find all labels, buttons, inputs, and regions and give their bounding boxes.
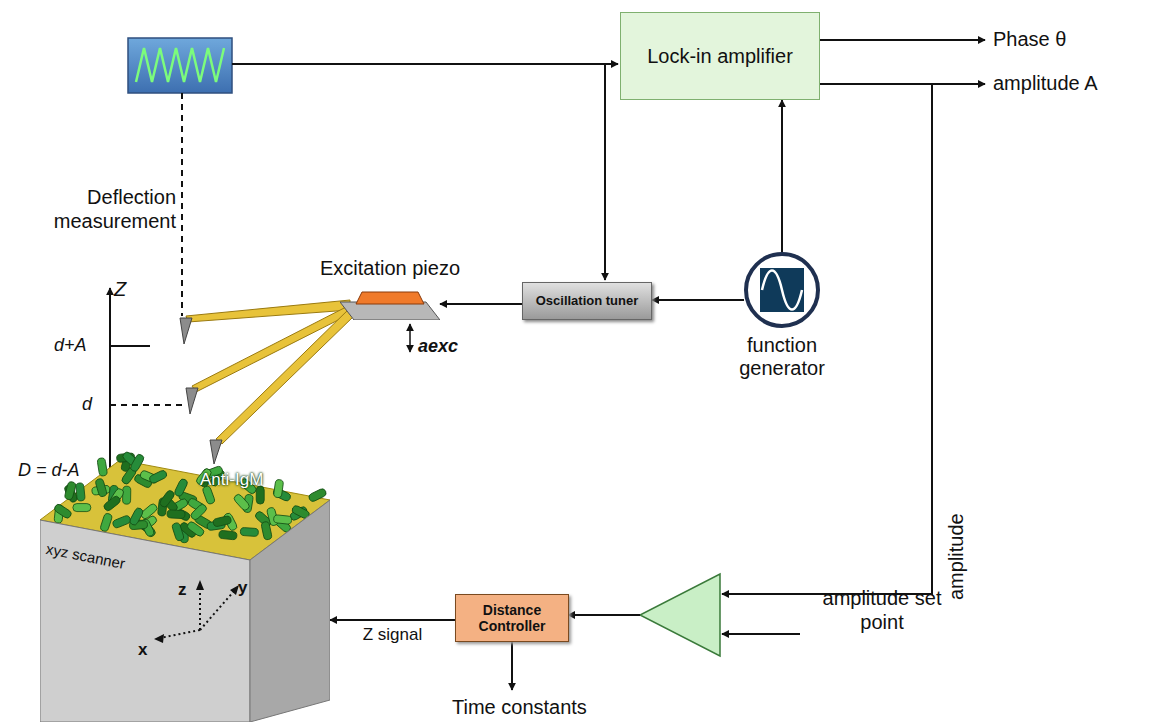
protein	[159, 489, 176, 508]
molecule-label: Anti-IgM	[200, 470, 263, 490]
protein	[240, 527, 259, 536]
distance-controller: Distance Controller	[455, 594, 569, 642]
tick-dA	[110, 345, 150, 347]
protein	[186, 520, 205, 537]
protein	[273, 515, 292, 525]
protein	[129, 453, 145, 473]
protein	[102, 495, 121, 512]
protein	[148, 469, 168, 484]
excitation-amplitude: aexc	[418, 336, 458, 357]
protein	[233, 493, 251, 512]
dimension-label: d+A	[54, 335, 87, 356]
oscillation-tuner: Oscillation tuner	[522, 282, 652, 320]
dimension-label: d	[82, 394, 92, 415]
node-text: Lock-in amplifier	[641, 45, 799, 68]
axis-letter: z	[178, 580, 187, 600]
node-text: Distance Controller	[456, 602, 568, 634]
time-constants-label: Time constants	[452, 696, 587, 719]
setpoint-wire	[722, 633, 800, 635]
function-generator: function generator	[744, 252, 820, 328]
protein	[100, 513, 113, 533]
amplitude-label: amplitude A	[993, 72, 1098, 95]
protein	[167, 510, 185, 519]
excitation-piezo: Excitation piezo	[340, 288, 440, 320]
protein	[308, 488, 328, 503]
protein	[213, 515, 232, 527]
protein	[219, 530, 238, 540]
dimension-label: D = d-A	[18, 460, 80, 481]
time-constant-wire	[511, 642, 513, 690]
axis-letter: x	[138, 640, 147, 660]
protein	[273, 479, 283, 498]
protein	[123, 486, 131, 504]
protein	[97, 457, 108, 476]
protein	[112, 515, 132, 529]
signal-wire	[232, 63, 618, 65]
lock-in-box: Lock-in amplifier	[620, 12, 820, 100]
axis-label: Z	[114, 278, 126, 301]
cantilevers	[180, 300, 354, 464]
amplitude-vertical: amplitude	[945, 513, 968, 600]
node-text: Excitation piezo	[310, 257, 470, 280]
connector	[781, 100, 783, 252]
triangle-wave	[136, 48, 224, 82]
aexc-arrow	[409, 324, 411, 352]
node-text: function generator	[714, 334, 850, 380]
comparator-triangle	[640, 574, 720, 656]
setpoint-label: amplitude set point	[812, 586, 952, 634]
protein-layer	[53, 451, 327, 543]
shape	[340, 288, 440, 320]
protein	[73, 504, 91, 512]
connector	[440, 303, 522, 305]
comparator-out	[568, 614, 640, 616]
phase-label: Phase θ	[993, 28, 1066, 51]
protein	[95, 478, 108, 498]
phase-wire	[820, 39, 985, 41]
signal-branch	[604, 64, 606, 280]
protein	[190, 503, 209, 521]
node-text: Oscillation tuner	[530, 294, 645, 309]
protein	[129, 507, 145, 527]
deflection-label: Deflection measurement	[6, 185, 176, 233]
signal-box	[128, 38, 232, 93]
tick-d	[110, 404, 185, 406]
protein	[75, 483, 85, 502]
connector	[330, 619, 455, 621]
edge-label: Z signal	[360, 625, 426, 645]
protein	[64, 481, 76, 500]
axis-letter: y	[238, 578, 247, 598]
amplitude-wire	[820, 83, 985, 85]
deflection-dash	[181, 93, 183, 316]
protein	[174, 478, 189, 498]
protein	[53, 503, 72, 520]
connector	[652, 299, 744, 301]
protein	[171, 522, 184, 542]
shape	[744, 252, 820, 328]
